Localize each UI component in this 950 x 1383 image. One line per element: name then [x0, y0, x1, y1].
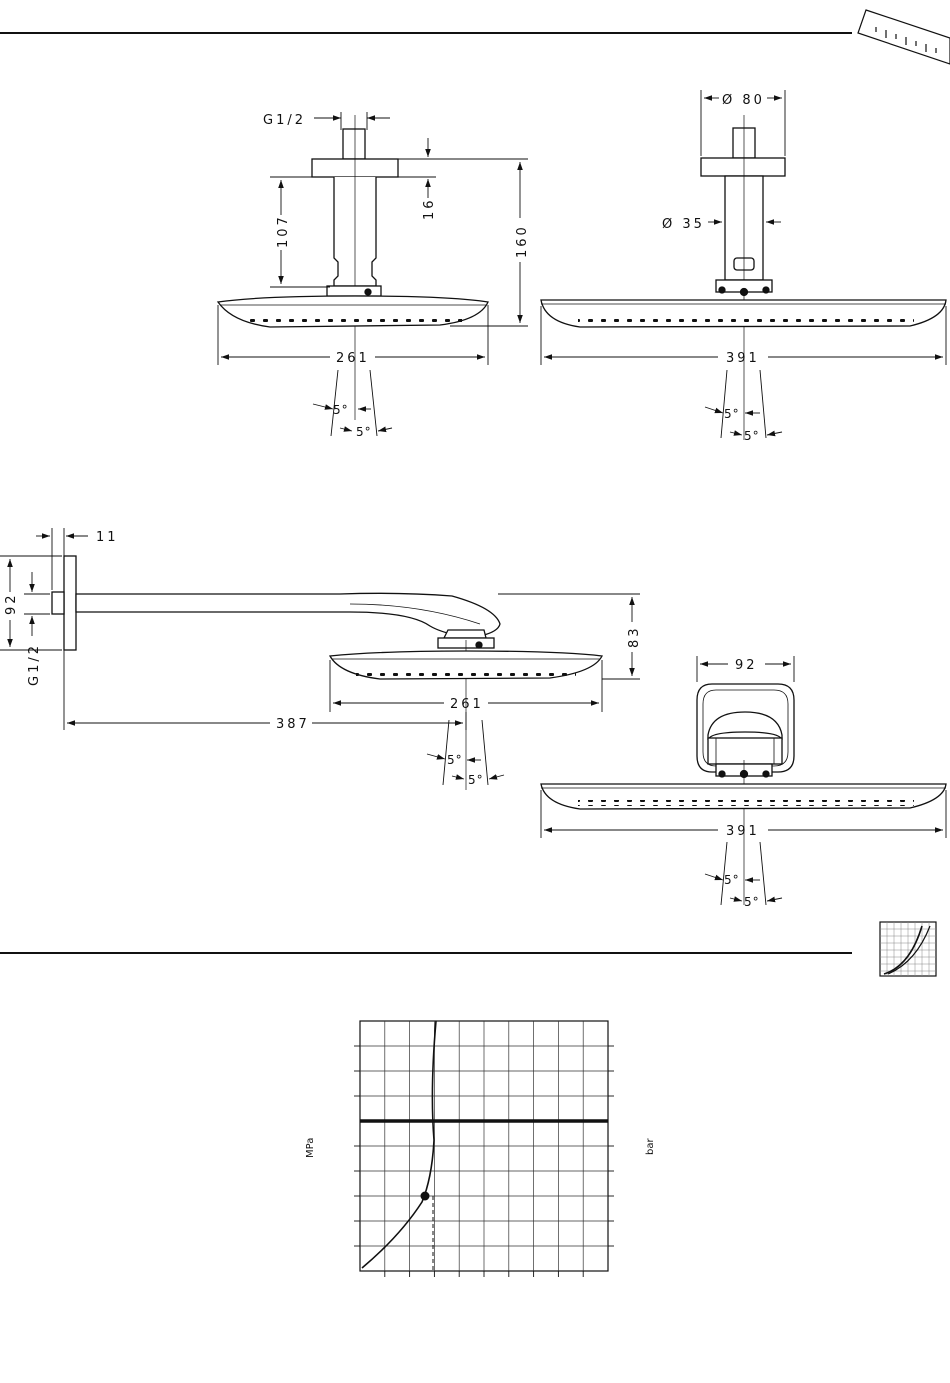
dim-thread-label: G1/2: [263, 113, 306, 128]
dim-height-92: 92: [4, 592, 19, 615]
dim-diameter-80: Ø 80: [722, 93, 765, 108]
dim-width-261: 261: [336, 351, 370, 366]
dim-angle-1: 5°: [724, 873, 740, 887]
dim-angle-1: 5°: [333, 403, 349, 417]
dim-width-391: 391: [726, 351, 760, 366]
y-axis-label-right: bar: [645, 1138, 656, 1155]
dim-height-83: 83: [627, 625, 642, 648]
dim-diameter-35: Ø 35: [662, 217, 705, 232]
view-ceiling-side: [218, 115, 488, 420]
dim-angle-2: 5°: [356, 425, 372, 439]
flow-chart: [354, 1021, 614, 1277]
dim-height-160: 160: [515, 224, 530, 258]
ruler-icon: [858, 10, 950, 64]
dim-flange-16: 16: [422, 197, 437, 220]
dim-thread-label: G1/2: [27, 643, 42, 686]
operating-point-marker: [421, 1192, 430, 1201]
view-wall-arm-front: [541, 684, 946, 905]
dim-width-391: 391: [726, 824, 760, 839]
view-ceiling-front: [541, 115, 946, 440]
dim-height-107: 107: [276, 214, 291, 248]
dim-angle-2: 5°: [468, 773, 484, 787]
dim-offset-11: 11: [96, 530, 119, 545]
dim-angle-1: 5°: [724, 407, 740, 421]
dim-angle-1: 5°: [447, 753, 463, 767]
y-axis-label-left: MPa: [305, 1138, 316, 1158]
dim-angle-2: 5°: [744, 895, 760, 909]
flow-chart-icon: [880, 922, 936, 976]
dim-width-261: 261: [450, 697, 484, 712]
dim-angle-2: 5°: [744, 429, 760, 443]
view-wall-arm-side: [52, 556, 602, 790]
dim-reach-387: 387: [276, 717, 310, 732]
dim-width-92: 92: [735, 658, 758, 673]
